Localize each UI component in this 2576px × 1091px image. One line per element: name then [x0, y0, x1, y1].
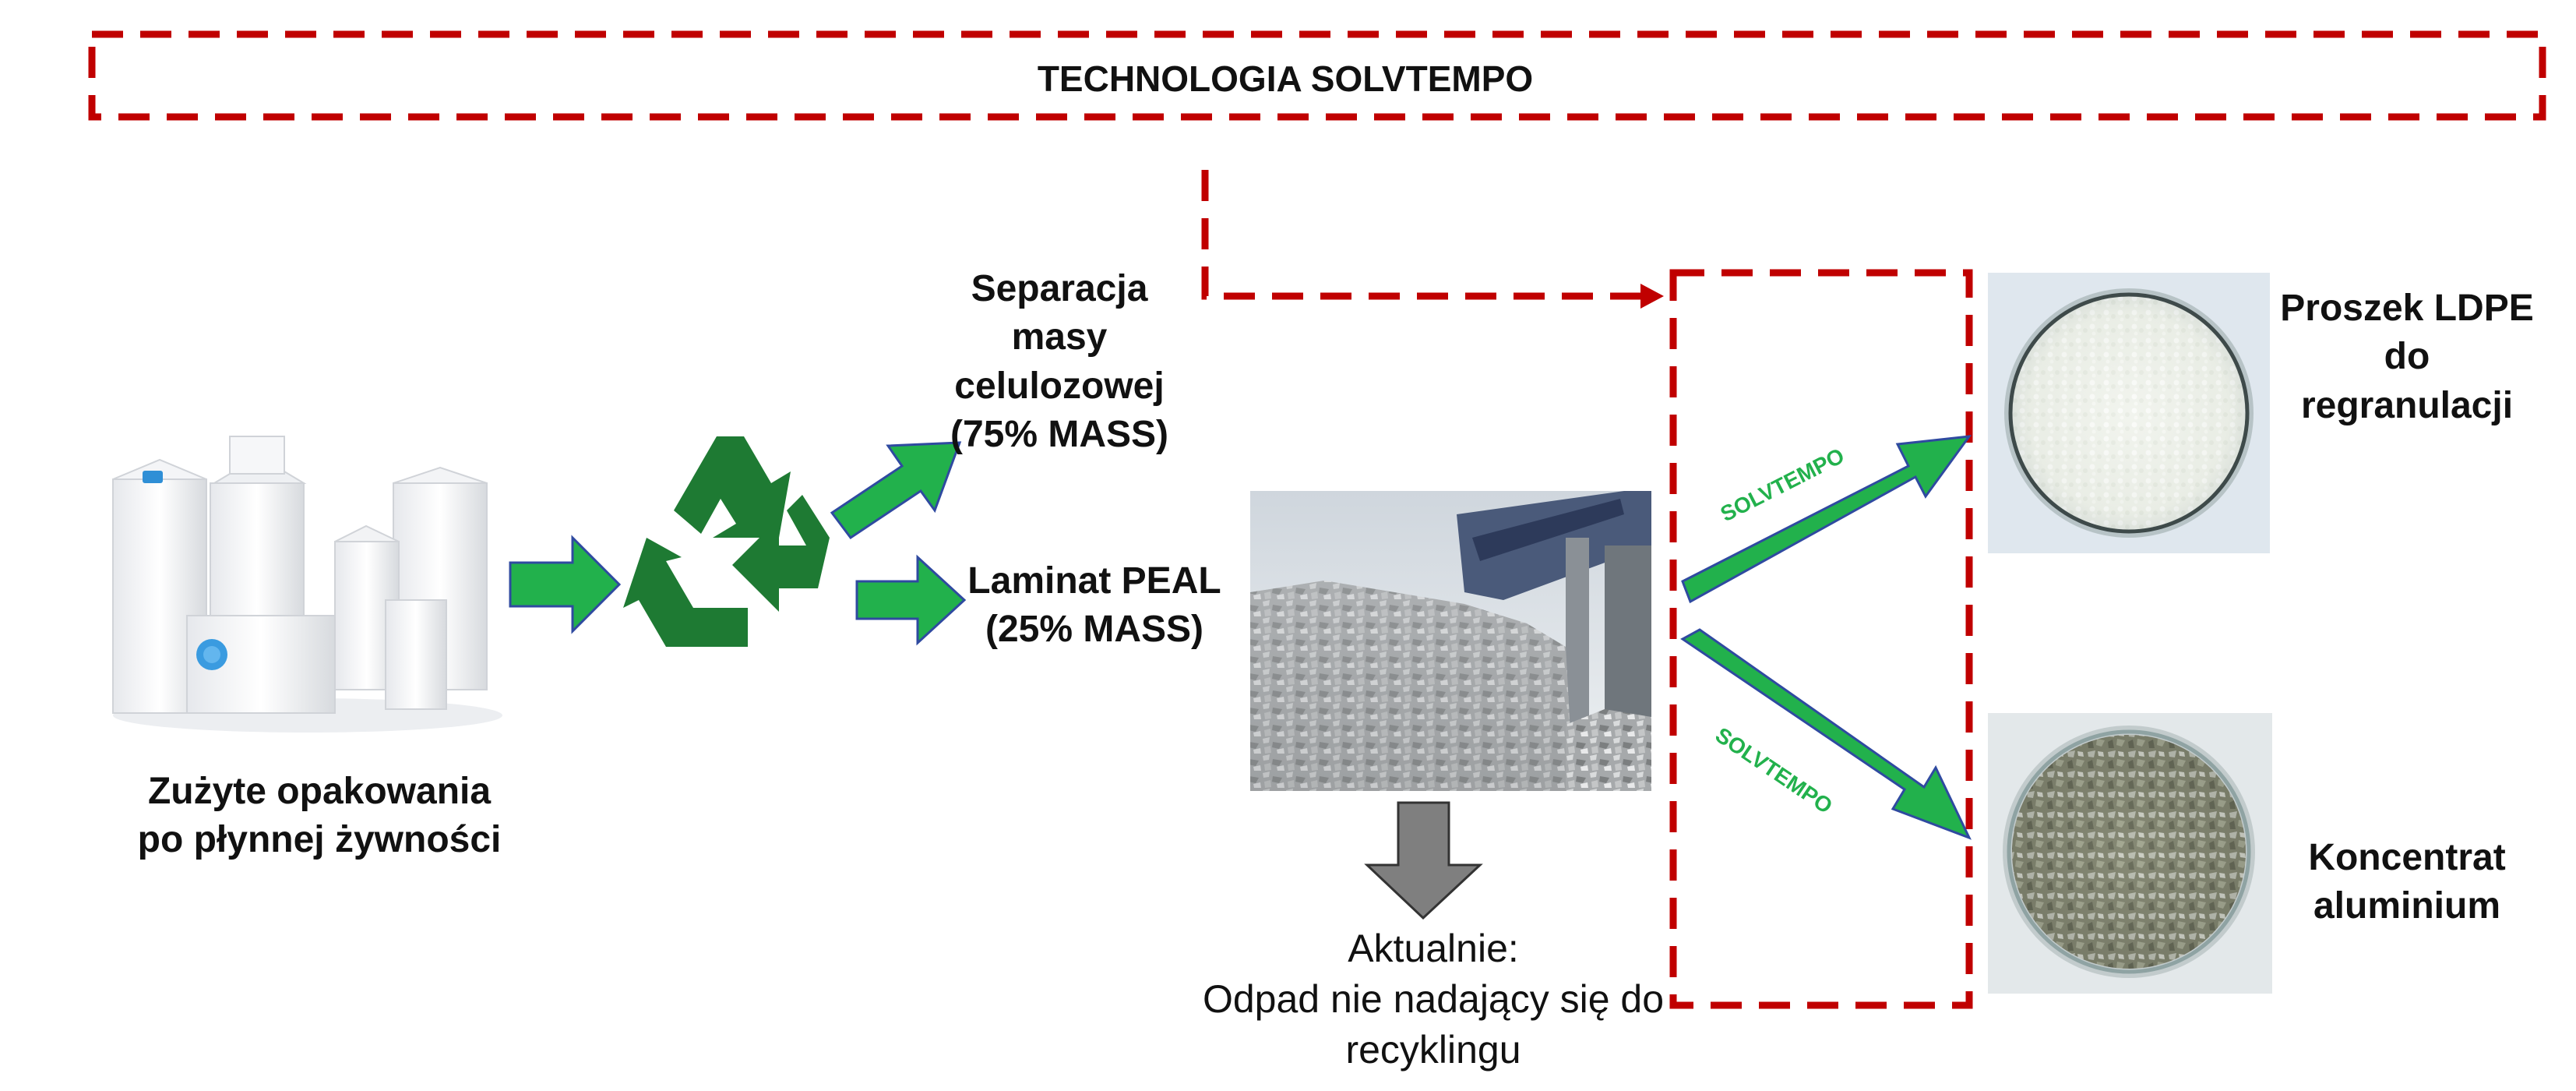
separation-line-4: (75% MASS) — [950, 414, 1169, 456]
laminate-line-1: Laminat PEAL — [967, 560, 1221, 602]
ldpe-line-1: Proszek LDPE — [2280, 288, 2534, 329]
separation-line-3: celulozowej — [954, 365, 1165, 407]
aluminium-line-2: aluminium — [2313, 885, 2501, 927]
current-line-3: recyklingu — [1345, 1028, 1521, 1072]
banner-connector-arrowhead — [1640, 284, 1664, 309]
current-line-1: Aktualnie: — [1348, 927, 1519, 970]
used-packaging-line-1: Zużyte opakowania — [147, 771, 492, 812]
solvtempo-arrow-lower — [1680, 628, 1972, 840]
ldpe-line-2: do — [2384, 336, 2430, 378]
separation-label: Separacja masy celulozowej (75% MASS) — [919, 265, 1200, 460]
current-waste-label: Aktualnie: Odpad nie nadający się do rec… — [1161, 923, 1706, 1075]
current-line-2: Odpad nie nadający się do — [1202, 977, 1665, 1021]
waste-pile-photo — [1250, 491, 1651, 791]
banner-connector — [1201, 170, 1644, 300]
aluminium-concentrate-photo — [1988, 713, 2272, 994]
arrow-to-laminate — [855, 554, 967, 646]
ldpe-label: Proszek LDPE do regranulacji — [2259, 284, 2555, 430]
separation-line-1: Separacja — [971, 268, 1148, 309]
technology-banner — [88, 30, 2546, 121]
arrow-to-recycle — [509, 535, 622, 634]
aluminium-label: Koncentrat aluminium — [2259, 834, 2555, 931]
separation-line-2: masy — [1011, 316, 1108, 358]
solvtempo-label-lower: SOLVTEMPO — [1711, 722, 1837, 818]
technology-title: TECHNOLOGIA SOLVTEMPO — [1037, 58, 1534, 99]
ldpe-powder-photo — [1988, 273, 2270, 553]
laminate-label: Laminat PEAL (25% MASS) — [950, 557, 1239, 655]
aluminium-line-1: Koncentrat — [2308, 837, 2506, 878]
solvtempo-process-box — [1669, 269, 1973, 1009]
solvtempo-arrow-upper — [1681, 435, 1972, 604]
cartons-image — [112, 436, 502, 733]
recycle-icon — [623, 436, 830, 647]
used-packaging-line-2: po płynnej żywności — [137, 819, 502, 861]
arrow-to-separation — [830, 441, 962, 540]
used-packaging-label: Zużyte opakowania po płynnej żywności — [101, 768, 537, 865]
arrow-to-waste — [1364, 801, 1483, 920]
laminate-line-2: (25% MASS) — [985, 609, 1204, 651]
ldpe-line-3: regranulacji — [2300, 384, 2514, 426]
